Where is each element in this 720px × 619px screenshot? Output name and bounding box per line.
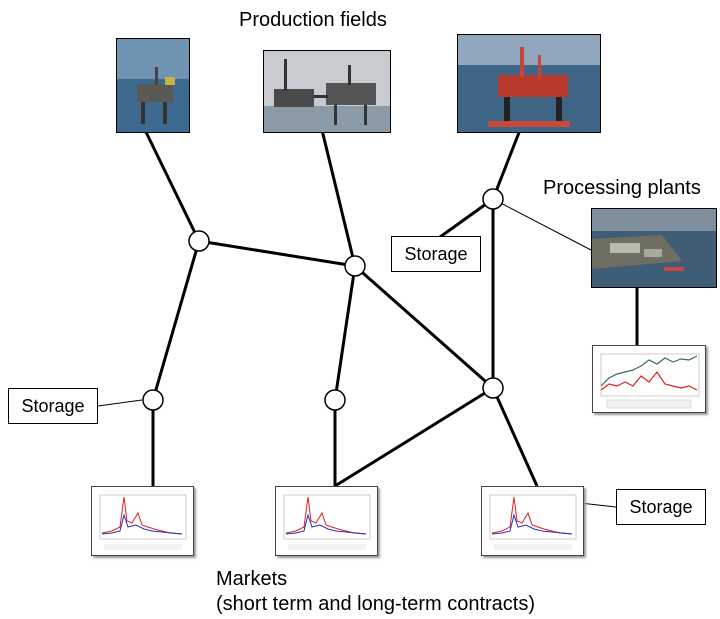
offshore-platform-photo xyxy=(117,39,189,132)
processing-plants-heading: Processing plants xyxy=(543,177,701,199)
pipeline xyxy=(491,387,539,487)
red-series-line xyxy=(491,496,573,535)
market-chart-thumbnail-2 xyxy=(275,486,378,556)
connector xyxy=(97,399,143,407)
pipeline xyxy=(151,240,201,401)
storage-box-left: Storage xyxy=(8,388,98,424)
junction-node xyxy=(344,255,366,277)
production-field-photo-2 xyxy=(263,50,391,133)
pipeline xyxy=(320,129,357,267)
red-series-line xyxy=(285,496,367,535)
consumption-chart-thumbnail xyxy=(592,345,706,413)
junction-node xyxy=(482,377,504,399)
junction-node xyxy=(482,188,504,210)
junction-node xyxy=(324,389,346,411)
pipeline xyxy=(198,239,356,268)
pipelines xyxy=(143,129,639,488)
market-price-chart-graphic xyxy=(489,494,577,550)
red-series-line xyxy=(101,496,183,535)
market-chart-thumbnail-1 xyxy=(91,486,194,556)
blue-series-line xyxy=(101,513,183,535)
pipeline xyxy=(333,265,357,401)
connector xyxy=(579,502,617,508)
connector xyxy=(492,198,592,251)
production-fields-heading: Production fields xyxy=(239,9,387,31)
market-price-chart-graphic xyxy=(99,494,187,550)
production-field-photo-1 xyxy=(116,38,190,133)
market-chart-thumbnail-3 xyxy=(481,486,584,556)
offshore-platform-photo xyxy=(264,51,390,132)
market-price-chart-graphic xyxy=(283,494,371,550)
junction-nodes xyxy=(142,188,504,411)
blue-series-line xyxy=(491,513,573,535)
consumption-chart-graphic xyxy=(600,353,700,409)
pipeline xyxy=(491,129,522,200)
pipeline xyxy=(334,386,494,488)
markets-subheading: (short term and long-term contracts) xyxy=(216,593,535,615)
blue-series-line xyxy=(285,513,367,535)
processing-plant-photo xyxy=(592,209,716,287)
storage-box-bottom-right: Storage xyxy=(616,489,706,525)
processing-plant-photo xyxy=(591,208,717,288)
production-field-photo-3 xyxy=(457,34,601,133)
connectors xyxy=(97,198,617,508)
junction-node xyxy=(142,389,164,411)
offshore-rig-photo xyxy=(458,35,600,132)
pipeline xyxy=(354,264,494,390)
green-series-line xyxy=(600,355,698,387)
red-series-line xyxy=(600,370,698,391)
junction-node xyxy=(188,230,210,252)
pipeline xyxy=(143,129,201,242)
storage-box-top: Storage xyxy=(391,236,481,272)
pipeline xyxy=(439,197,494,239)
markets-heading: Markets xyxy=(216,568,288,590)
